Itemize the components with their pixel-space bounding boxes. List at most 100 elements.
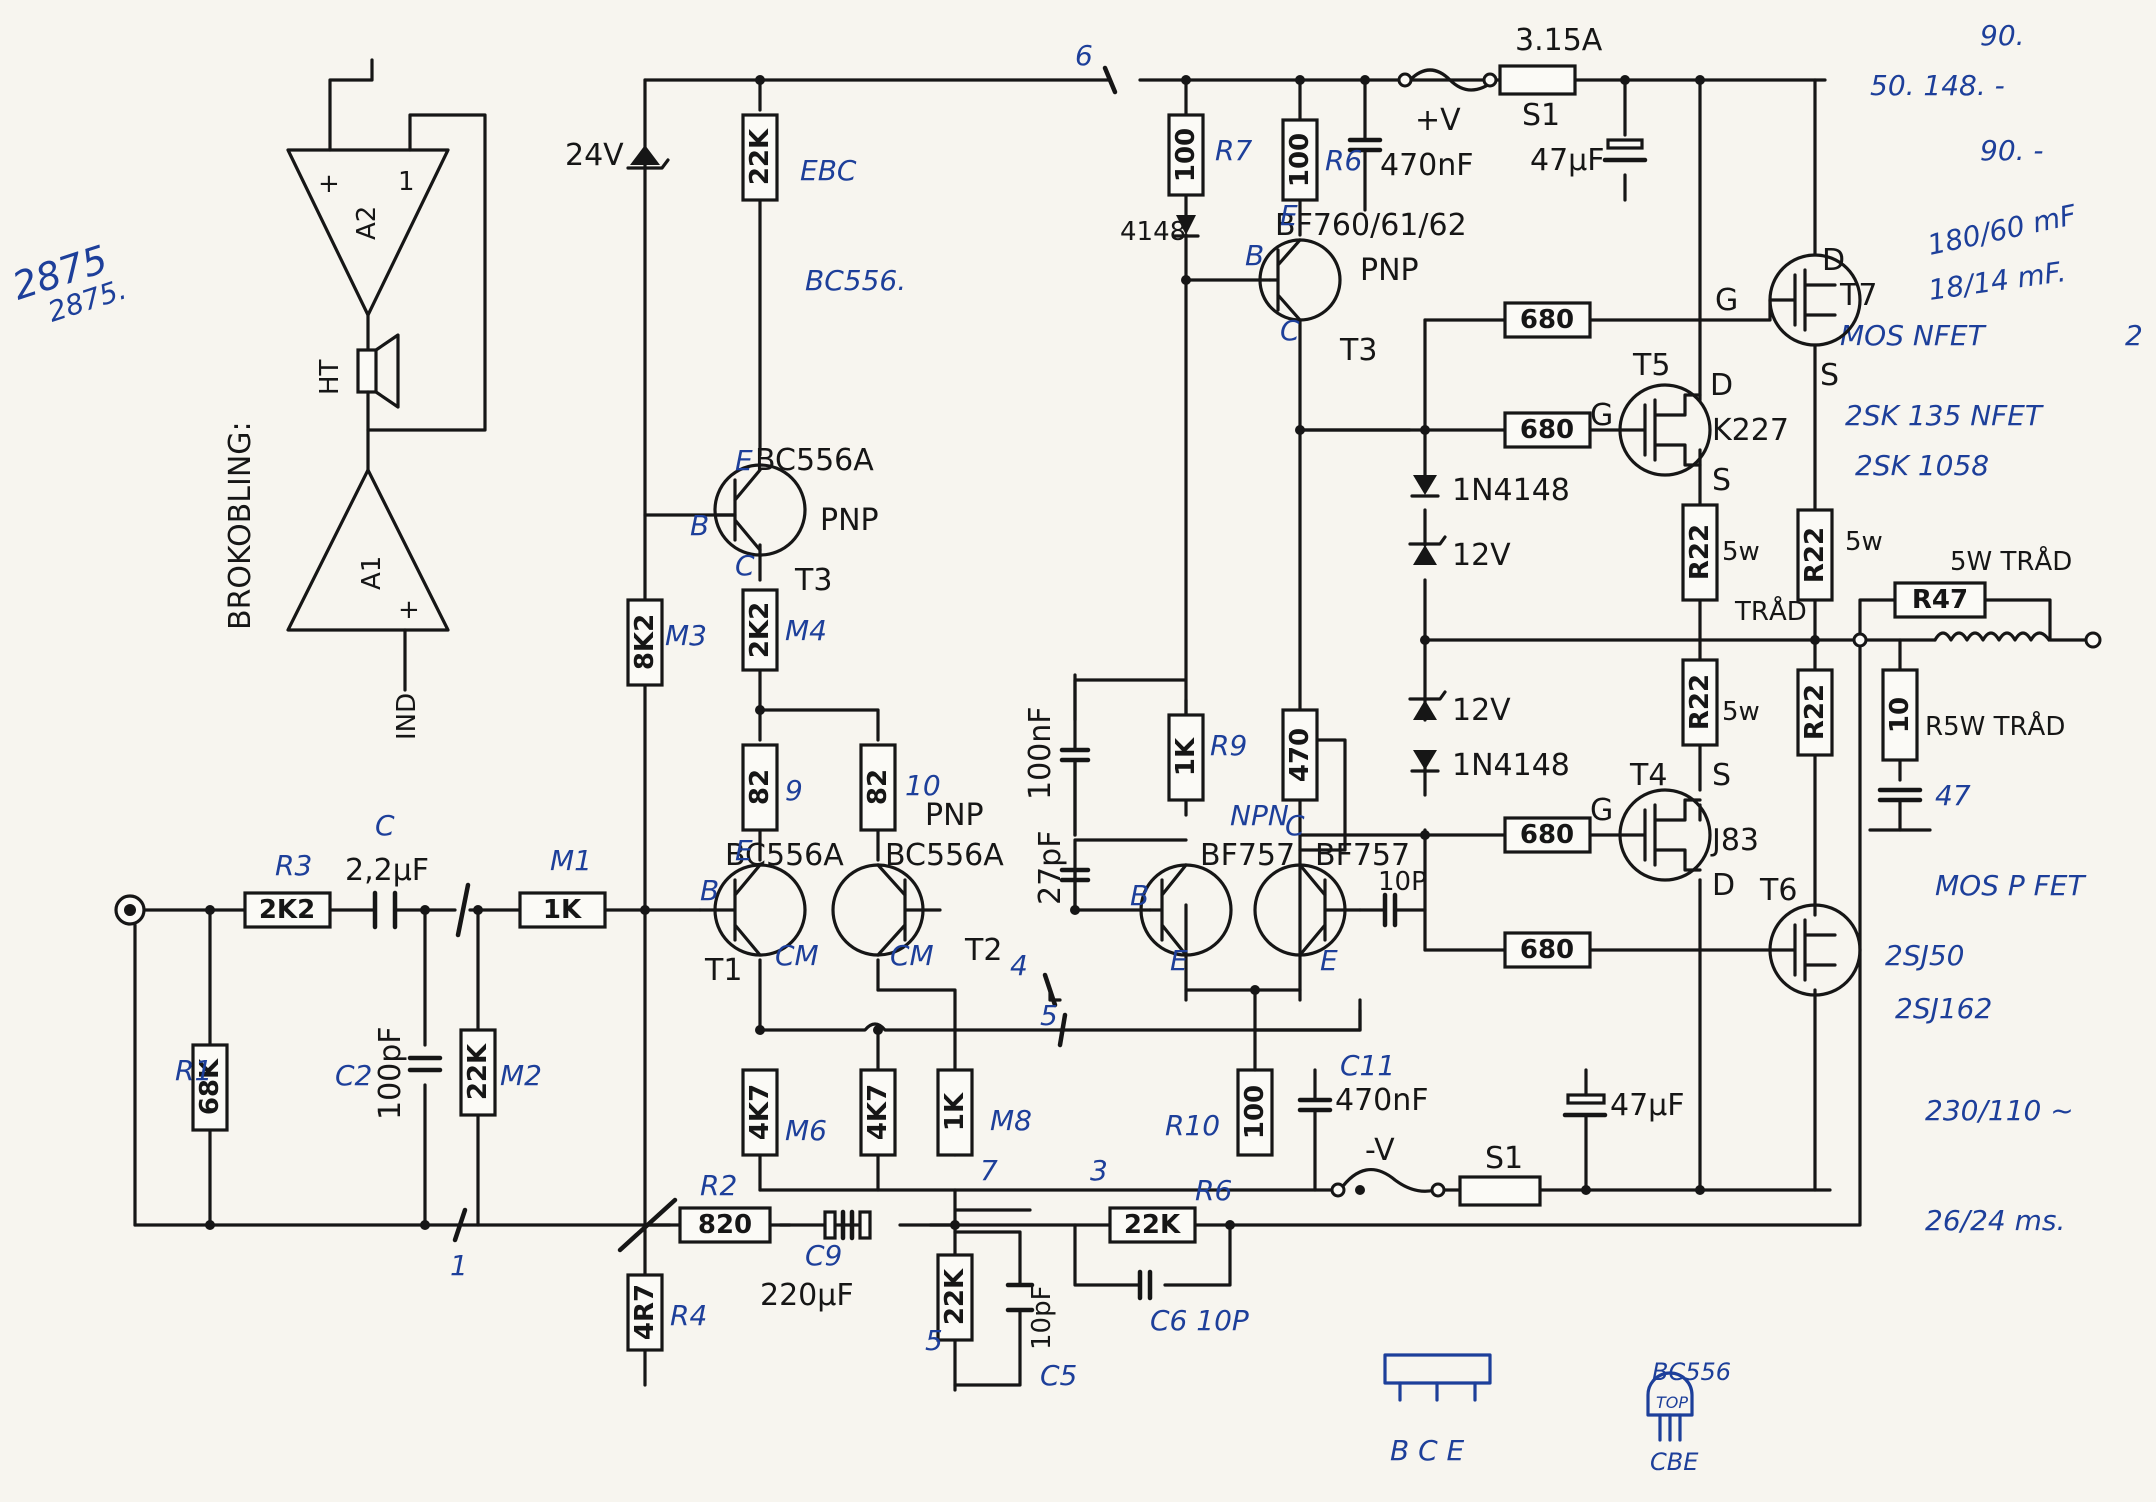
svg-text:22K: 22K	[745, 128, 775, 185]
m3-tag: M3	[665, 619, 707, 652]
m4-tag: M4	[785, 614, 827, 647]
t1b-cm: CM	[890, 939, 934, 972]
note-90b: 90. -	[1980, 134, 2044, 167]
m6-tag: M6	[785, 1114, 827, 1147]
c5-label: 10pF	[1027, 1285, 1057, 1350]
c-fb-label: 220µF	[760, 1278, 854, 1313]
resistor-r1: 68K	[191, 1043, 229, 1132]
t1a-b: B	[700, 874, 719, 907]
c27-label: 27pF	[1033, 831, 1068, 905]
t6-label: T6	[1759, 873, 1797, 908]
r9-tag: R9	[1210, 729, 1247, 762]
t3a-c: C	[735, 549, 755, 582]
speaker-label: HT	[315, 359, 345, 395]
t1a-e: E	[735, 834, 753, 867]
svg-text:820: 820	[698, 1210, 752, 1240]
switches	[1330, 64, 1577, 1207]
zobel-cap-label: 47	[1935, 779, 1971, 812]
c100n-label: 100nF	[1023, 706, 1058, 800]
svg-text:680: 680	[1520, 415, 1574, 445]
note-mos-nfet: MOS NFET	[1840, 319, 1987, 352]
t4-type: J83	[1710, 823, 1759, 858]
resistor-r9: 1K	[1167, 713, 1205, 802]
note-26-24: 26/24 ms.	[1925, 1204, 2065, 1237]
a2-one-label: 1	[398, 167, 415, 197]
right-notes: 90. 50. 148. - 90. - 180/60 mF 18/14 mF.…	[1840, 19, 2143, 1237]
output-coil	[1933, 631, 2051, 642]
component-labels: 3.15A +V S1 -V S1 2,2µF 100pF 470nF 47µF…	[175, 23, 2072, 1392]
svg-text:R47: R47	[1912, 585, 1968, 615]
m2-tag: M2	[500, 1059, 542, 1092]
m8-tag: M8	[990, 1104, 1032, 1137]
svg-text:2K2: 2K2	[259, 895, 315, 925]
fuse-top	[1408, 68, 1497, 92]
c11-label: 470nF	[1335, 1083, 1429, 1118]
diode-1n4148-a	[1413, 475, 1437, 495]
fuse-rating: 3.15A	[1515, 23, 1603, 58]
svg-text:4K7: 4K7	[863, 1084, 893, 1140]
t5-d: D	[1710, 368, 1733, 403]
c-neg-label: 47µF	[1610, 1088, 1685, 1123]
resistor-g1: 680	[1503, 301, 1592, 339]
r2-tag: R2	[700, 1169, 737, 1202]
resistor-rc6: 22K	[1108, 1206, 1197, 1244]
c2-tag: C2	[335, 1059, 372, 1092]
c-in-label: 2,2µF	[345, 853, 429, 888]
resistor-m3: 8K2	[626, 598, 664, 687]
svg-text:22K: 22K	[1124, 1210, 1181, 1240]
five-w-c: 5w	[1722, 697, 1760, 727]
zener-12v-a	[1413, 545, 1437, 565]
svg-text:470: 470	[1285, 728, 1315, 782]
resistor-m6: 4K7	[741, 1068, 779, 1157]
c9-tag: C9	[805, 1239, 842, 1272]
t3b-name: T3	[1339, 333, 1377, 368]
t1a-type: BC556A	[725, 838, 844, 873]
output-terminal	[2084, 631, 2102, 649]
pinout-cbe-label: CBE	[1650, 1448, 1699, 1476]
bc556-note: BC556.	[805, 264, 906, 297]
svg-text:1K: 1K	[543, 895, 582, 925]
bf-b-c: C	[1285, 809, 1305, 842]
rc6-tag: R6	[1195, 1174, 1232, 1207]
t4-s: S	[1712, 758, 1731, 793]
five-w-b: 5w	[1845, 527, 1883, 557]
resistor-m7: 4K7	[859, 1068, 897, 1157]
pinout-to92	[1646, 1371, 1694, 1417]
t2-name: T2	[964, 933, 1002, 968]
t1b-type: BC556A	[885, 838, 1004, 873]
zener-12v-b-label: 12V	[1452, 693, 1511, 728]
svg-text:68K: 68K	[195, 1058, 225, 1115]
a1-label: A1	[357, 556, 387, 590]
bridge-diagram: + 1 A2 A1 + HT IND BROKOBLING:	[223, 58, 487, 740]
resistor-m9: 82	[741, 743, 779, 832]
svg-text:R22: R22	[1800, 684, 1830, 740]
t3b-e: E	[1280, 199, 1298, 232]
bf-a-b: B	[1130, 879, 1149, 912]
note-2sj50: 2SJ50	[1885, 939, 1964, 972]
five-w-trad: 5W TRÅD	[1950, 545, 2072, 577]
note-mos-pfet: MOS P FET	[1935, 869, 2086, 902]
resistor-m8: 1K	[936, 1068, 974, 1157]
junction-dots	[205, 75, 1820, 1230]
svg-text:680: 680	[1520, 820, 1574, 850]
c10p-label: 10P	[1378, 867, 1427, 897]
c5-tag: C5	[1040, 1359, 1077, 1392]
t3b-pol: PNP	[1360, 253, 1419, 288]
node-6: 6	[1075, 39, 1093, 72]
svg-text:100: 100	[1240, 1085, 1270, 1139]
resistor-r4: 4R7	[626, 1273, 664, 1352]
svg-text:100: 100	[1285, 133, 1315, 187]
t5-s: S	[1712, 463, 1731, 498]
node-3: 3	[1090, 1154, 1108, 1187]
svg-text:4R7: 4R7	[630, 1284, 660, 1340]
t7-s: S	[1820, 358, 1839, 393]
t3a-b: B	[690, 509, 709, 542]
pinout-top-label: TOP	[1656, 1393, 1688, 1412]
resistor-m10: 82	[859, 743, 897, 832]
t7-d: D	[1822, 243, 1845, 278]
resistor-m1: 1K	[518, 891, 607, 929]
r3-tag: R3	[275, 849, 312, 882]
fuse-bottom	[1338, 1168, 1437, 1193]
ebc-label: EBC	[800, 154, 857, 187]
svg-text:R22: R22	[1685, 524, 1715, 580]
